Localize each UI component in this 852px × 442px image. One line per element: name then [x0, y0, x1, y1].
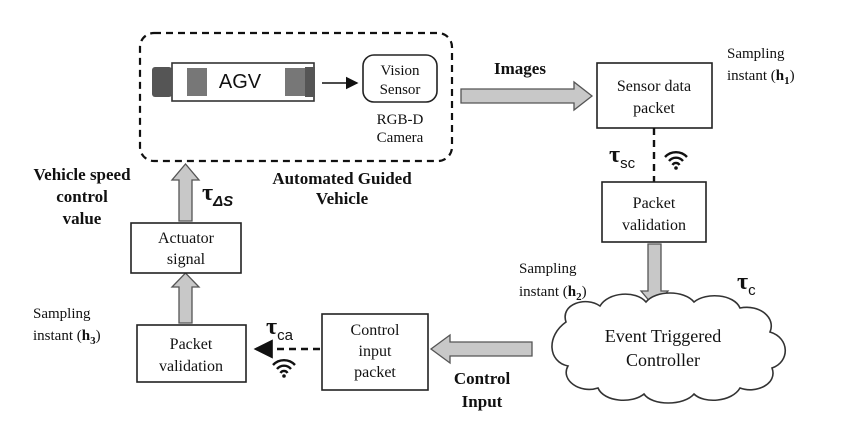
packet-validation-top-line2: validation	[622, 217, 686, 234]
packet-validation-bottom-line2: validation	[159, 358, 223, 375]
tau-sc: τsc	[609, 142, 636, 172]
tau-c: τc	[737, 269, 756, 299]
images-label: Images	[494, 59, 546, 78]
sensor-data-packet-line1: Sensor data	[617, 78, 691, 95]
svg-text:instant (h2): instant (h2)	[519, 284, 587, 303]
vision-sensor-line1: Vision	[380, 63, 420, 79]
wifi-icon	[272, 359, 296, 378]
speed-label-line2: control	[56, 187, 108, 206]
controller-line2: Controller	[626, 350, 700, 370]
speed-label-line3: value	[63, 209, 102, 228]
images-arrow	[460, 80, 594, 112]
svg-text:instant (h1): instant (h1)	[727, 68, 795, 87]
sampling-instant-h1: Sampling instant (h1)	[727, 46, 795, 87]
actuator-to-agv-arrow	[170, 162, 201, 222]
controller-line1: Event Triggered	[605, 326, 722, 346]
svg-text:instant (h3): instant (h3)	[33, 328, 101, 347]
control-input-packet-line3: packet	[354, 364, 396, 381]
actuator-signal-line1: Actuator	[158, 230, 215, 247]
control-input-packet-line1: Control	[351, 322, 400, 339]
actuator-signal-line2: signal	[167, 251, 206, 268]
actuator-signal-box	[130, 222, 242, 274]
agv-label: AGV	[219, 71, 262, 93]
wheel-rear-left	[187, 68, 207, 96]
tau-delta-s: τΔS	[202, 180, 233, 210]
control-input-packet-box	[321, 313, 429, 391]
control-input-label-line2: Input	[462, 392, 503, 411]
validation-to-actuator-arrow	[170, 272, 201, 324]
packet-validation-top-line1: Packet	[633, 195, 676, 212]
wheel-rear-right	[285, 68, 305, 96]
wifi-icon	[664, 151, 688, 170]
agv-container	[138, 31, 454, 163]
camera-line2: Camera	[377, 130, 424, 146]
agv-caption-line1: Automated Guided	[272, 169, 412, 188]
packet-validation-bottom-line1: Packet	[170, 336, 213, 353]
tau-ca: τca	[266, 314, 294, 344]
wheel-front-right	[305, 67, 315, 97]
svg-text:Sampling: Sampling	[519, 261, 577, 277]
control-input-label-line1: Control	[454, 369, 511, 388]
packet-validation-bottom-box	[136, 324, 247, 383]
vision-sensor-box	[362, 54, 438, 103]
camera-line1: RGB-D	[377, 112, 424, 128]
vision-sensor-line2: Sensor	[380, 82, 421, 98]
svg-text:Sampling: Sampling	[727, 46, 785, 62]
control-input-packet-line2: input	[359, 343, 392, 360]
controller-to-packet-arrow	[429, 333, 533, 365]
speed-label-line1: Vehicle speed	[33, 165, 131, 184]
svg-text:Sampling: Sampling	[33, 306, 91, 322]
agv-caption-line2: Vehicle	[316, 189, 369, 208]
packet-validation-top-box	[601, 181, 707, 243]
sensor-data-packet-box	[596, 62, 713, 129]
agv-vehicle: AGV	[152, 62, 315, 102]
sampling-instant-h2: Sampling instant (h2)	[519, 261, 587, 303]
sampling-instant-h3: Sampling instant (h3)	[33, 306, 101, 347]
wheel-front-left	[152, 67, 172, 97]
sensor-data-packet-line2: packet	[633, 100, 675, 117]
controller-cloud	[551, 292, 787, 404]
